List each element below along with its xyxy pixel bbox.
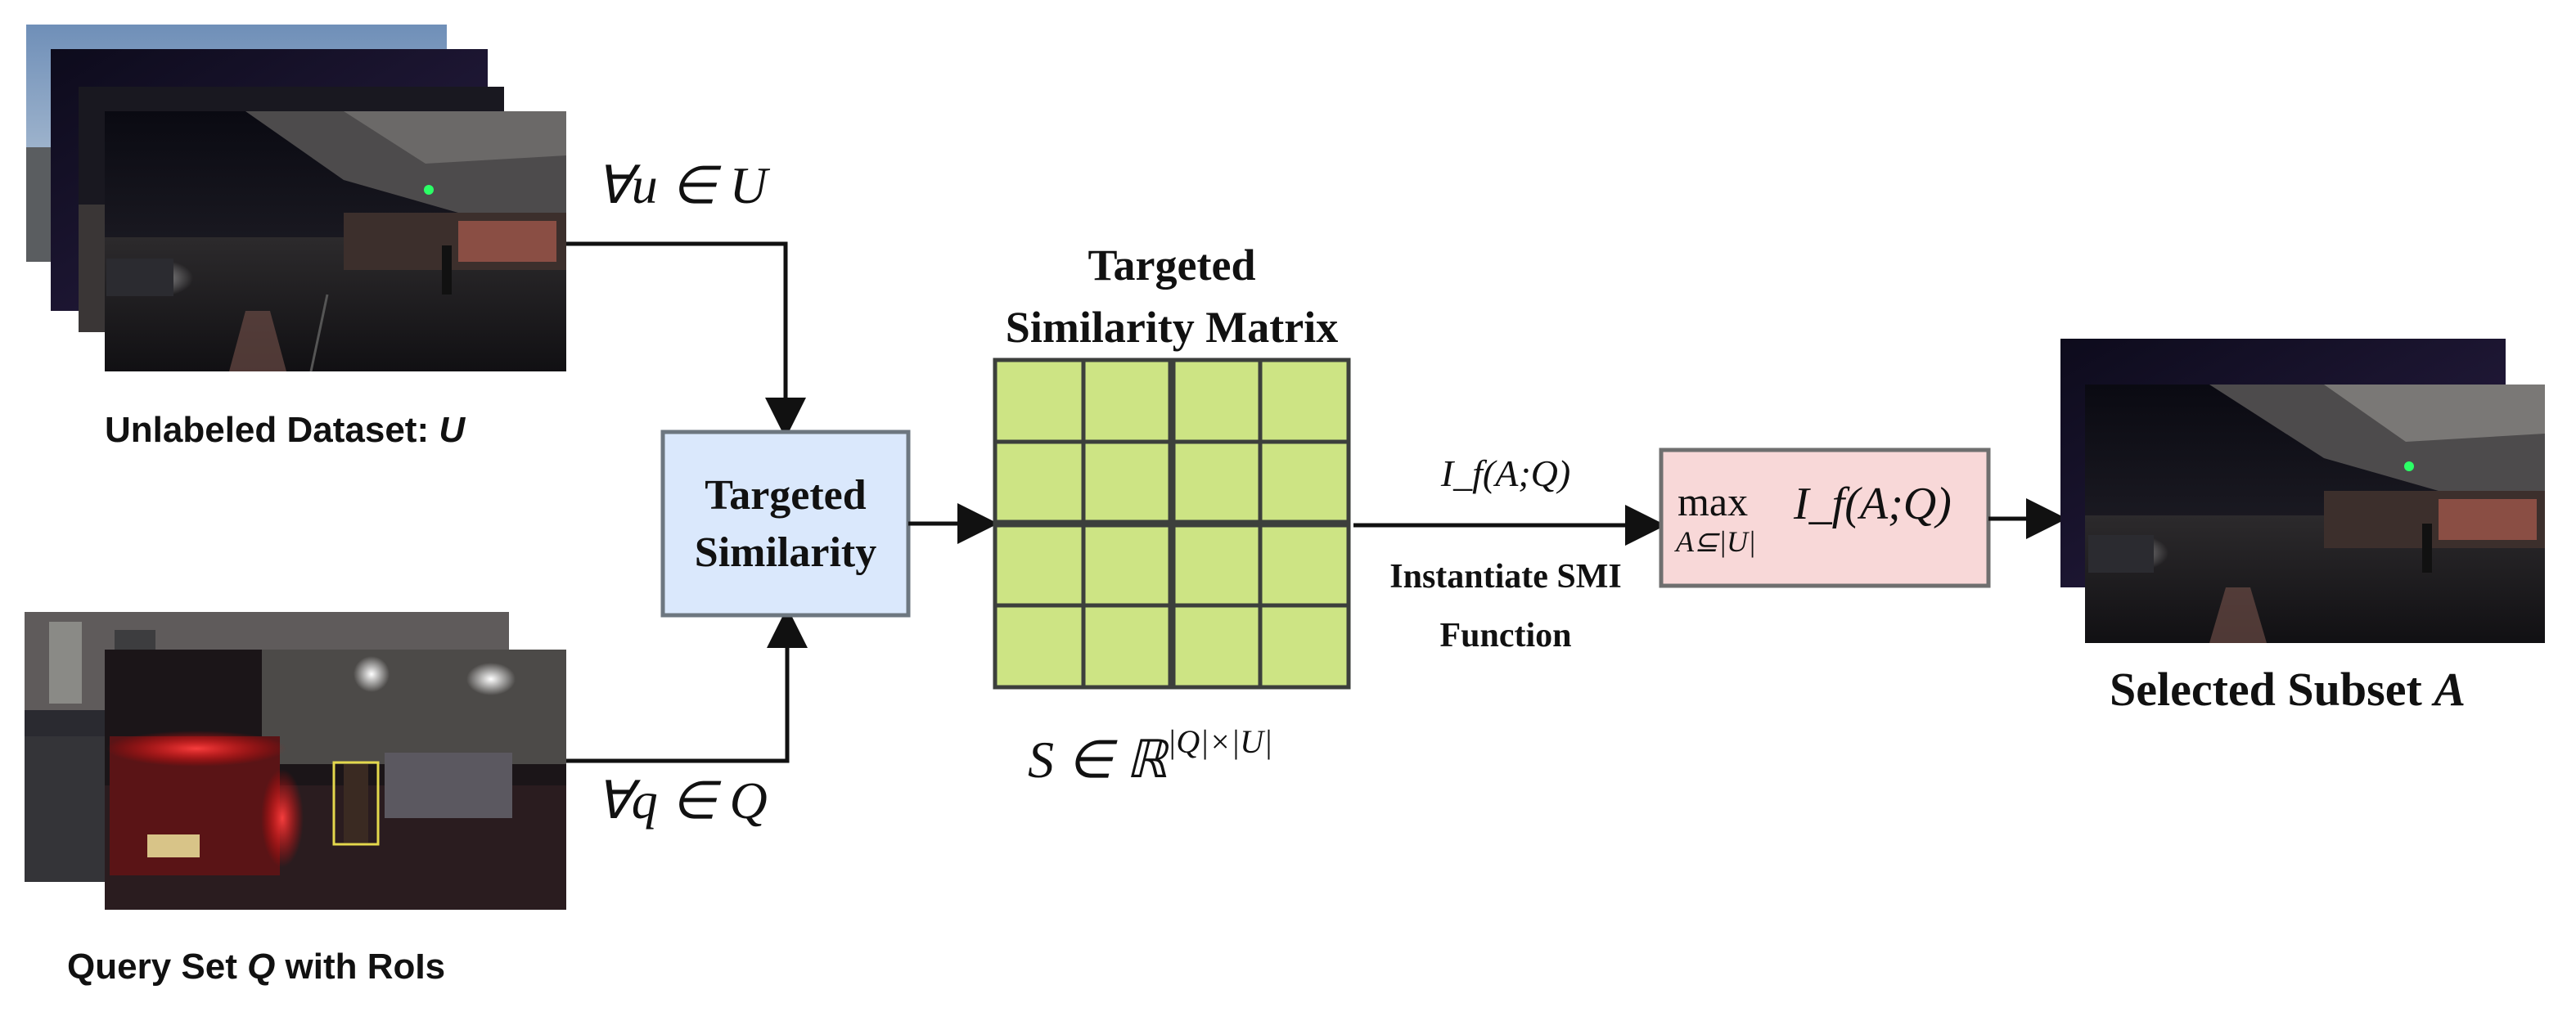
targeted-similarity-box: Targeted Similarity <box>660 430 911 618</box>
matrix-cell <box>1169 521 1263 608</box>
query-quantifier: ∀q ∈ Q <box>596 771 768 830</box>
query-image-front <box>105 650 566 910</box>
unlabeled-dataset-caption: Unlabeled Dataset: U <box>105 410 466 450</box>
unlabeled-to-similarity-arrow <box>566 241 806 439</box>
matrix-cell <box>1169 603 1263 690</box>
matrix-cell <box>993 358 1086 444</box>
unlabeled-image-stack <box>26 25 566 372</box>
smi-caption-line1: Instantiate SMI <box>1389 558 1622 596</box>
matrix-cell <box>993 439 1086 526</box>
matrix-cell <box>1258 358 1351 444</box>
matrix-cell <box>993 521 1086 608</box>
matrix-formula: S ∈ ℝ|Q|×|U| <box>1028 723 1272 789</box>
max-operator: max <box>1678 479 1748 524</box>
matrix-cell <box>1081 521 1174 608</box>
matrix-cell <box>1169 439 1263 526</box>
matrix-title-line1: Targeted <box>1088 241 1256 290</box>
matrix-cell <box>1081 603 1174 690</box>
matrix-cell <box>993 603 1086 690</box>
unlabeled-quantifier: ∀u ∈ U <box>596 156 771 214</box>
matrix-cell <box>1258 521 1351 608</box>
targeted-similarity-line1: Targeted <box>705 472 866 519</box>
matrix-cell <box>1258 603 1351 690</box>
matrix-title-line2: Similarity Matrix <box>1006 303 1338 352</box>
matrix-cell <box>1081 439 1174 526</box>
selected-subset-caption: Selected Subset A <box>2110 663 2466 716</box>
targeted-similarity-matrix <box>993 358 1351 690</box>
max-objective-box: max A⊆|U| I_f(A;Q) <box>1659 448 1991 588</box>
targeted-similarity-line2: Similarity <box>695 529 876 576</box>
roi-bounding-box <box>332 761 380 846</box>
smi-caption-line2: Function <box>1439 617 1571 654</box>
query-set-caption: Query Set Q with RoIs <box>67 947 445 987</box>
selected-image-stack <box>2060 339 2545 643</box>
matrix-cell <box>1081 358 1174 444</box>
smi-arrow-label: I_f(A;Q) <box>1440 452 1570 494</box>
matrix-cell <box>1169 358 1263 444</box>
query-to-similarity-arrow <box>566 607 808 763</box>
unlabeled-image-front <box>105 111 566 372</box>
selected-image-front <box>2085 385 2545 643</box>
matrix-cell <box>1258 439 1351 526</box>
query-image-stack <box>25 612 566 910</box>
max-expression: I_f(A;Q) <box>1793 479 1952 529</box>
max-subscript: A⊆|U| <box>1674 525 1756 558</box>
